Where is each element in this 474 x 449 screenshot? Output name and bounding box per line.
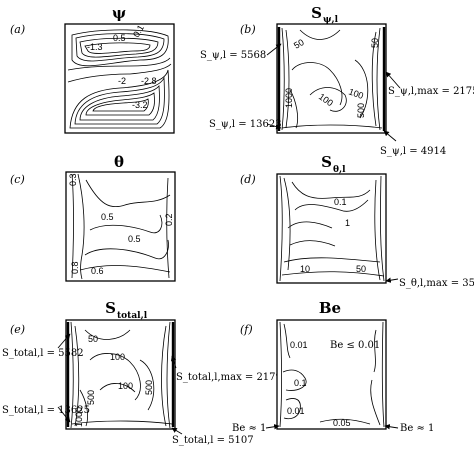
spsi-label-4: 500 [356, 103, 366, 118]
be-annot-0: Be ≤ 0.01 [330, 340, 380, 351]
theta-contours [71, 173, 171, 280]
spsi-label-1: 100 [347, 86, 365, 101]
stheta-label-1: 1 [345, 218, 350, 228]
panel-d: (d) S θ,l 0.1 1 10 50 S_θ,l,max = 3528 [240, 153, 474, 289]
stotal-contours [66, 321, 175, 429]
panel-a: (a) ψ 0.5 0.1 -1.3 -2 -2.8 -3.2 [10, 4, 175, 134]
panel-b-label: (b) [240, 23, 256, 36]
spsi-label-5: 50 [370, 38, 380, 48]
spsi-annot-1: S_ψ,l = 13623 [209, 119, 282, 130]
panel-c-title: θ [114, 153, 124, 171]
be-label-0: 0.01 [290, 340, 308, 350]
panel-b: (b) S ψ,l 50 100 1000 100 500 50 S_ψ,l =… [200, 4, 474, 157]
theta-label-5: 0.6 [91, 266, 104, 276]
panel-f: (f) Be 0.01 0.1 0.01 0.05 Be ≤ 0.01 Be ≈… [232, 299, 434, 434]
theta-label-2: 0.5 [128, 234, 141, 244]
spsi-annot-0: S_ψ,l = 5568 [200, 50, 266, 61]
psi-label-2: -1.3 [87, 42, 103, 52]
panel-a-title: ψ [112, 4, 126, 22]
stotal-annot-2: S_total,l,max = 21798 [176, 372, 288, 383]
psi-label-5: -3.2 [132, 100, 148, 110]
panel-d-title: S [321, 153, 332, 171]
panel-f-frame [276, 319, 387, 430]
panel-e-label: (e) [10, 323, 25, 336]
theta-label-1: 0.5 [101, 212, 114, 222]
psi-contours [67, 29, 172, 129]
spsi-annot-3: S_ψ,l = 4914 [380, 146, 446, 157]
panel-d-title-sub: θ,l [333, 165, 346, 175]
panel-e-title-sub: total,l [117, 311, 148, 321]
panel-c: (c) θ 0.3 0.5 0.5 0.2 0.8 0.6 [10, 153, 176, 282]
psi-label-3: -2 [118, 76, 126, 86]
psi-label-4: -2.8 [141, 76, 157, 86]
theta-label-3: 0.2 [164, 213, 174, 226]
panel-e: (e) S total,l 50 100 100 500 500 1000 S_… [2, 299, 288, 446]
be-annot-1: Be ≈ 1 [232, 423, 266, 434]
stotal-label-1: 100 [110, 352, 125, 362]
panel-b-title: S [311, 4, 322, 22]
stotal-annot-1: S_total,l = 13625 [2, 405, 90, 416]
theta-label-4: 0.8 [70, 261, 80, 274]
stheta-contours [279, 175, 385, 282]
be-annot-2: Be ≈ 1 [400, 423, 434, 434]
stheta-annot-0: S_θ,l,max = 3528 [399, 278, 474, 289]
be-label-3: 0.05 [333, 418, 351, 428]
psi-label-0: 0.5 [113, 33, 126, 43]
stheta-label-0: 0.1 [334, 197, 347, 207]
panel-f-label: (f) [240, 323, 253, 336]
stheta-label-3: 50 [356, 264, 366, 274]
panel-c-frame [65, 171, 176, 282]
spsi-annot-2: S_ψ,l,max = 21755 [388, 86, 474, 97]
stotal-annot-3: S_total,l = 5107 [172, 435, 254, 446]
be-label-2: 0.01 [287, 406, 305, 416]
panel-e-title: S [105, 299, 116, 317]
stotal-label-3: 500 [144, 380, 154, 395]
stotal-label-4: 500 [86, 390, 96, 405]
stotal-label-0: 50 [88, 334, 98, 344]
panel-c-label: (c) [10, 173, 25, 186]
stotal-label-2: 100 [118, 381, 133, 391]
stheta-label-2: 10 [300, 264, 310, 274]
panel-e-frame [65, 319, 176, 430]
be-contours [279, 321, 385, 428]
stotal-label-5: 1000 [74, 407, 84, 427]
panel-a-label: (a) [10, 23, 25, 36]
panel-b-frame [276, 23, 387, 134]
panel-f-title: Be [319, 299, 341, 317]
spsi-label-0: 50 [292, 37, 306, 51]
spsi-label-2: 1000 [284, 88, 294, 108]
panel-b-title-sub: ψ,l [323, 15, 339, 25]
panel-d-label: (d) [240, 173, 256, 186]
theta-label-0: 0.3 [68, 173, 78, 186]
stotal-annot-0: S_total,l = 5582 [2, 348, 84, 359]
be-label-1: 0.1 [294, 378, 307, 388]
